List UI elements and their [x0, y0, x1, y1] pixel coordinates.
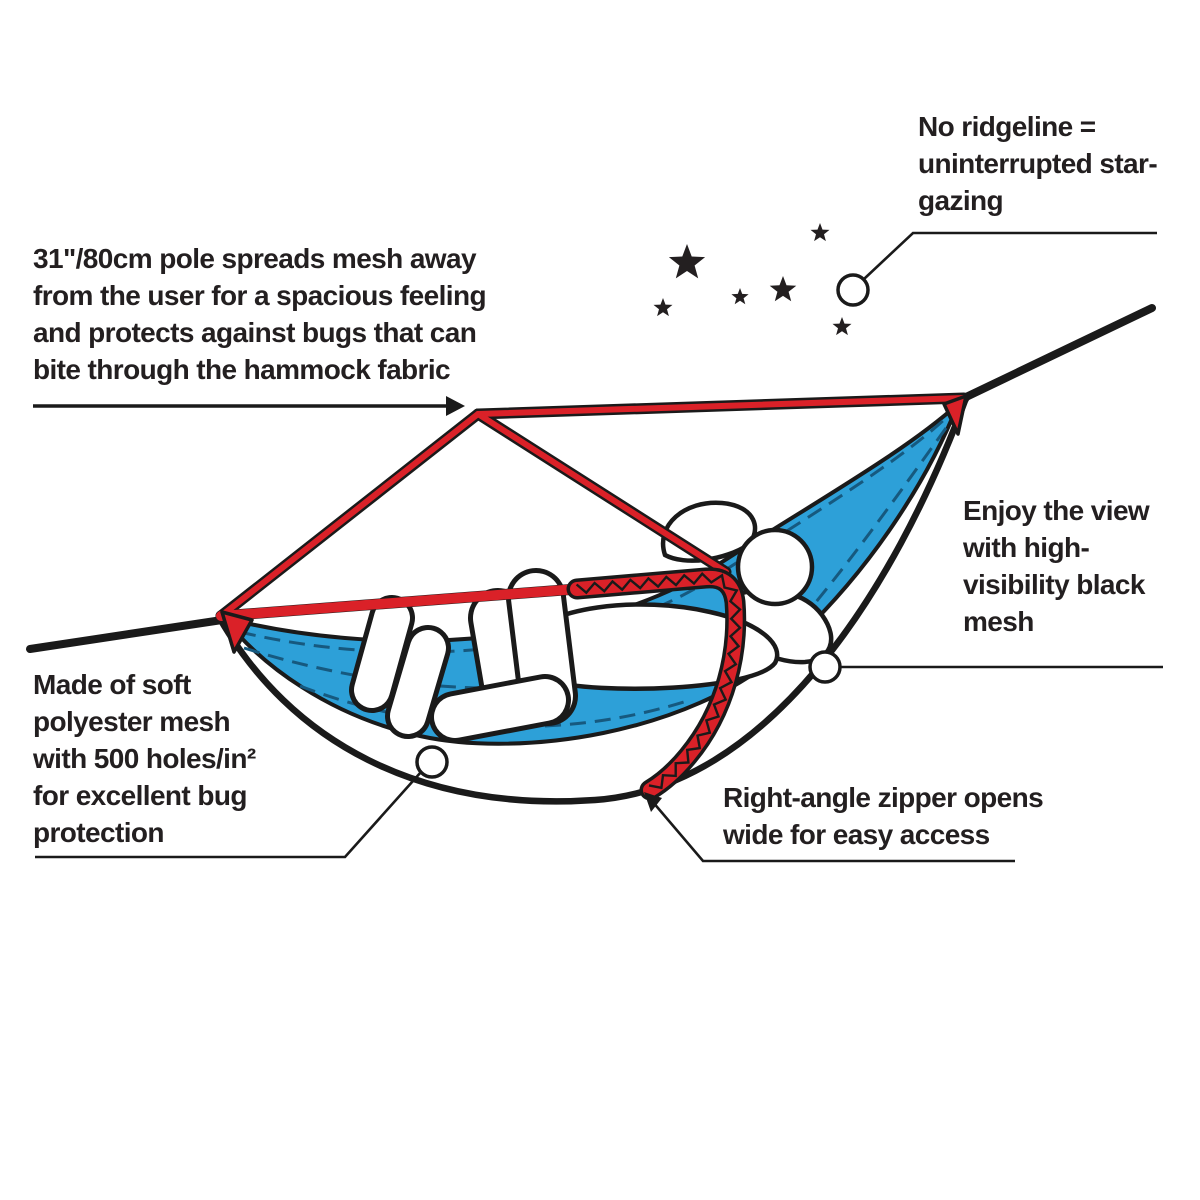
annotation-line: wide for easy access [723, 819, 990, 850]
annotation-line: Enjoy the view [963, 495, 1150, 526]
stitch-seam-bottom [299, 684, 691, 729]
person-figure [349, 500, 834, 743]
annotation-pole-text: 31"/80cm pole spreads mesh away from the… [33, 240, 487, 388]
annotation-line: uninterrupted star- [918, 148, 1158, 179]
star-icon [731, 288, 749, 305]
pole-fills [216, 395, 967, 621]
annotation-line: 31"/80cm pole spreads mesh away [33, 243, 477, 274]
arrowhead-pole [446, 396, 465, 416]
annotation-line: visibility black [963, 569, 1145, 600]
annotation-line: Made of soft [33, 669, 191, 700]
annotation-zipper-text: Right-angle zipper opens wide for easy a… [723, 779, 1044, 853]
suspension-line-left [26, 616, 226, 653]
stitch-seam-right [794, 427, 948, 627]
annotation-visibility-text: Enjoy the view with high- visibility bla… [963, 492, 1150, 640]
person-head [735, 527, 815, 607]
annotation-line: gazing [918, 185, 1004, 216]
gather-wrap-right [942, 394, 968, 436]
foot-fill [390, 630, 446, 734]
annotation-line: and protects against bugs that can [33, 317, 477, 348]
leader-mesh-density [35, 771, 422, 859]
hammock-body-outline [215, 394, 970, 805]
star-icon [832, 317, 852, 336]
annotation-line: protection [33, 817, 164, 848]
callout-marker-circle [836, 273, 870, 307]
annotation-line: Right-angle zipper opens [723, 782, 1044, 813]
callout-marker-circle [415, 745, 449, 779]
foot-fill [354, 600, 410, 708]
leader-lines [33, 231, 1163, 863]
stitch-seam-left [243, 646, 521, 690]
annotation-line: No ridgeline = [918, 111, 1096, 142]
annotation-line: for excellent bug [33, 780, 247, 811]
star-icon [668, 244, 706, 279]
zipper-teeth-zigzag [575, 572, 742, 790]
stitch-seam-top [239, 414, 950, 654]
mesh-stitching-group [239, 414, 950, 729]
annotation-line: mesh [963, 606, 1034, 637]
annotation-line: with 500 holes/in² [33, 743, 256, 774]
suspension-line-right [960, 304, 1156, 402]
gather-wrap-left [220, 610, 254, 654]
annotation-mesh-density-text: Made of soft polyester mesh with 500 hol… [33, 666, 256, 851]
spreader-pole-frame [215, 392, 970, 622]
annotation-line: from the user for a spacious feeling [33, 280, 487, 311]
stars-group [653, 223, 852, 336]
annotation-line: bite through the hammock fabric [33, 354, 451, 385]
leader-zipper [651, 800, 1015, 863]
star-icon [769, 276, 797, 302]
calf-fill [434, 679, 566, 738]
annotation-line: polyester mesh [33, 706, 231, 737]
leader-no-ridgeline [863, 231, 1157, 280]
star-icon [653, 298, 673, 317]
annotation-no-ridgeline-text: No ridgeline = uninterrupted star- gazin… [918, 108, 1158, 219]
annotation-line: with high- [963, 532, 1090, 563]
zipper [566, 567, 747, 801]
arrowhead-zipper [644, 792, 662, 812]
callout-marker-circle [808, 650, 842, 684]
star-icon [810, 223, 830, 242]
person-legs [349, 568, 578, 743]
